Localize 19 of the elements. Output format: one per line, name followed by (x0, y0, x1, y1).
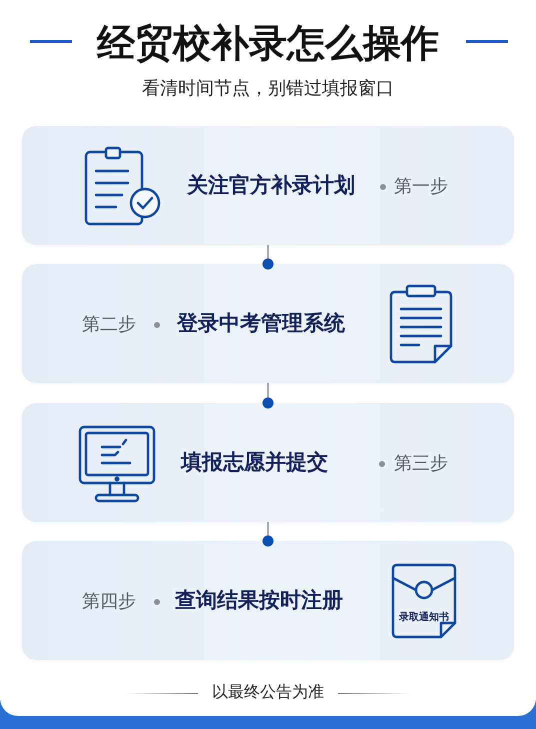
step-number: 第二步 (82, 312, 136, 336)
notice-label: 录取通知书 (398, 611, 450, 624)
step-card (22, 126, 514, 245)
step-number: 第一步 (394, 174, 448, 198)
step-card (22, 264, 514, 383)
step-card (22, 541, 514, 660)
title: 经贸校补录怎么操作 (97, 22, 439, 67)
step-title: 填报志愿并提交 (181, 450, 328, 476)
step-number: 第三步 (394, 452, 448, 474)
step-number: 第四步 (82, 590, 136, 612)
step-card (22, 403, 514, 522)
subtitle: 看清时间节点，别错过填报窗口 (142, 77, 394, 100)
connector-line (262, 383, 274, 408)
footer-note: 以最终公告为准 (212, 682, 324, 703)
connector-line (262, 245, 274, 270)
step-title: 查询结果按时注册 (175, 588, 343, 614)
step-title: 关注官方补录计划 (187, 172, 355, 198)
step-title: 登录中考管理系统 (177, 310, 345, 336)
connector-line (262, 522, 274, 546)
